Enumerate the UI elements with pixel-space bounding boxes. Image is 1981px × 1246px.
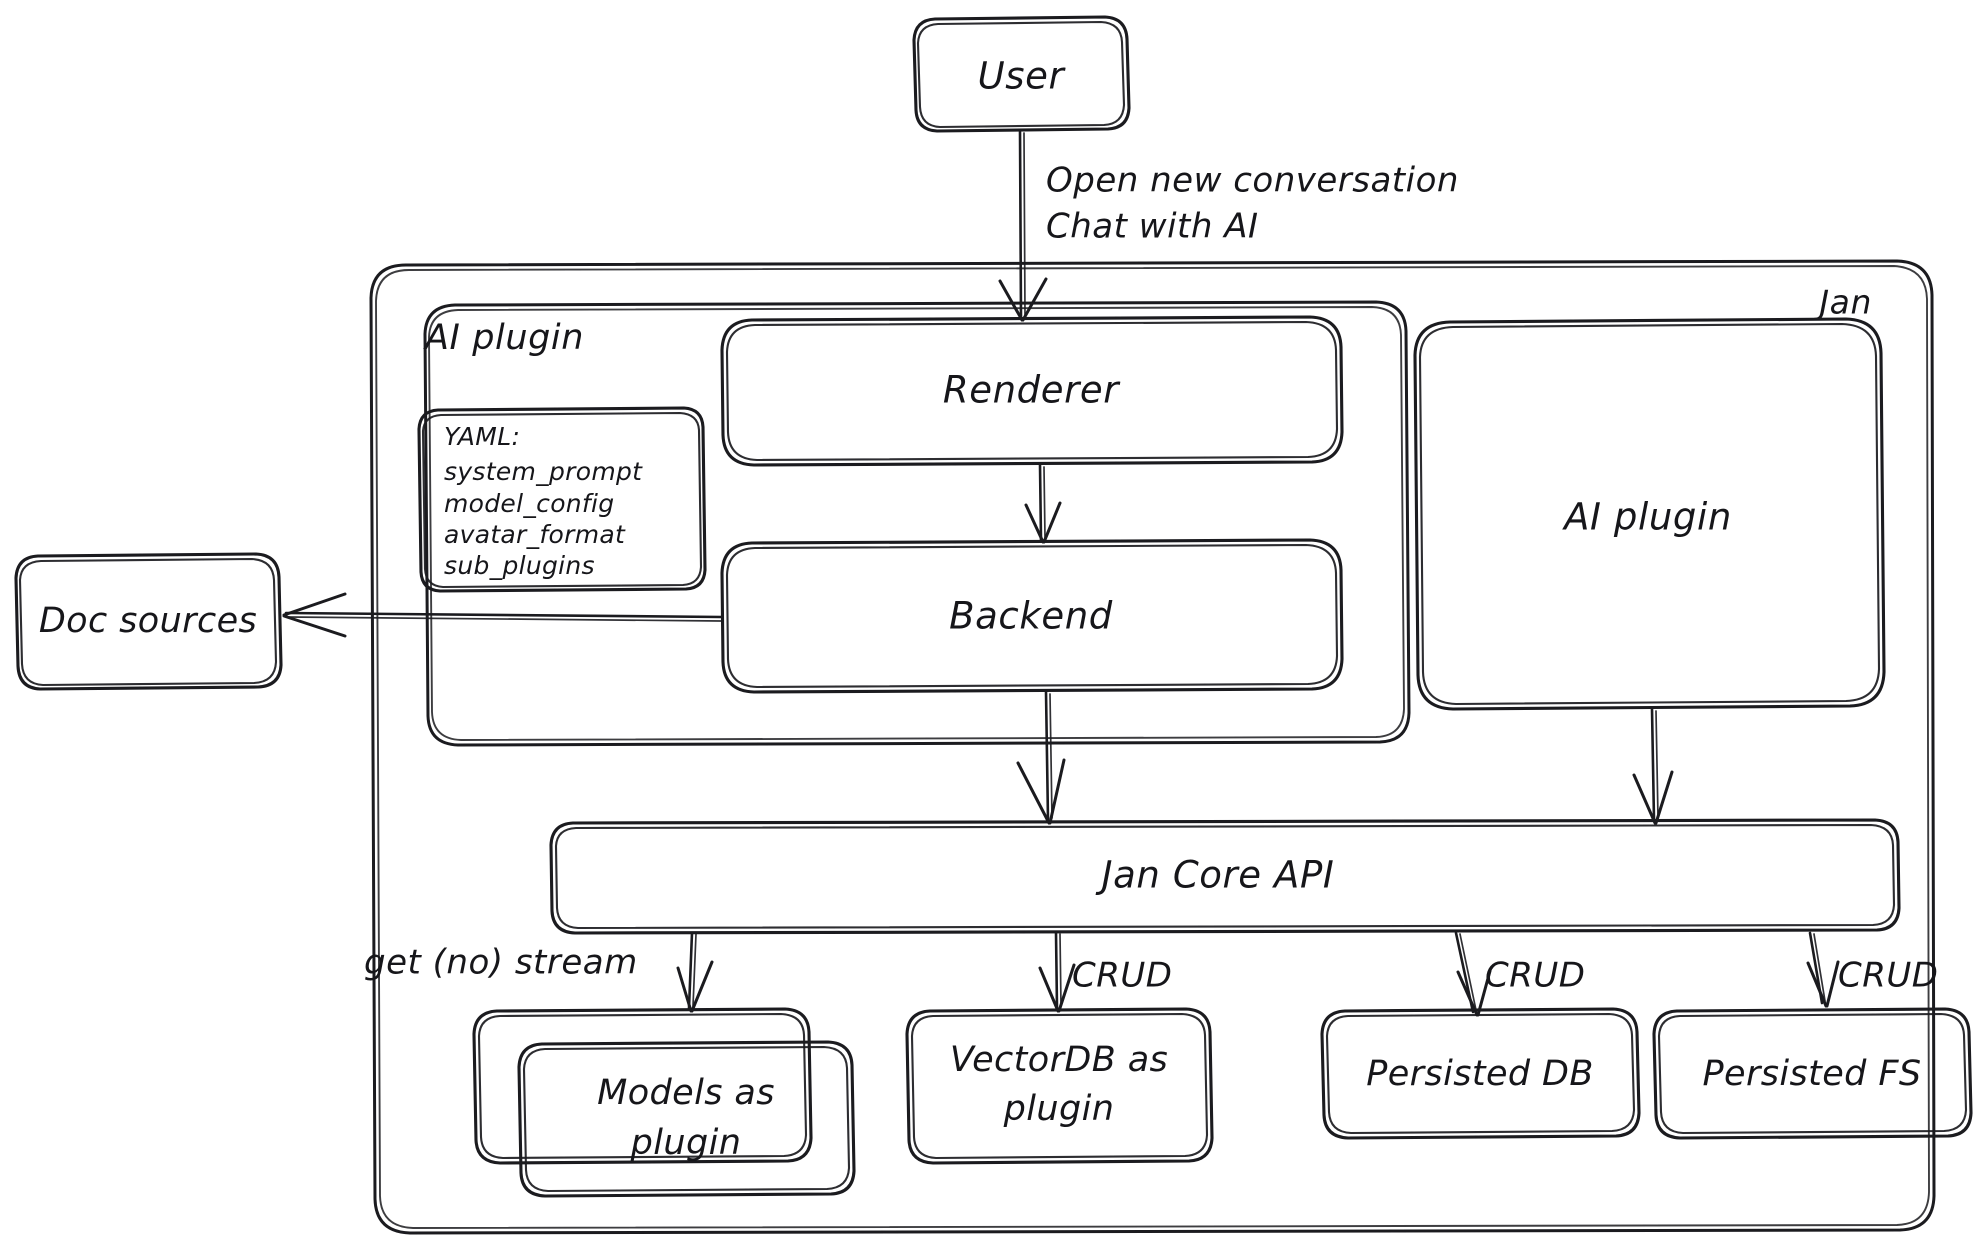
node-vectordb-plugin-label-line1: VectorDB as: [950, 1040, 1168, 1080]
node-jan-core-api-label: Jan Core API: [1095, 854, 1335, 897]
yaml-config-card: YAML: system_prompt model_config avatar_…: [417, 406, 707, 593]
node-doc-sources[interactable]: Doc sources: [14, 552, 283, 691]
node-models-plugin-label-line1: Models as: [597, 1073, 775, 1113]
edge-label-user-to-renderer-line1: Open new conversation: [1046, 161, 1459, 201]
node-ai-plugin-label: AI plugin: [1562, 496, 1732, 539]
edge-backend-to-doc-sources: [282, 592, 724, 638]
edge-ai-plugin-to-jan-core-api: [1632, 707, 1674, 825]
yaml-card-item-3: sub_plugins: [444, 551, 595, 580]
node-persisted-db[interactable]: Persisted DB: [1320, 1007, 1641, 1140]
node-user-label: User: [978, 55, 1067, 98]
models-plugin-back-box: [472, 1007, 813, 1165]
container-jan-label: Jan: [1813, 283, 1872, 322]
edge-core-to-persisted-db: CRUD: [1454, 931, 1585, 1017]
edge-core-to-vectordb: CRUD: [1038, 931, 1172, 1013]
node-persisted-fs-label: Persisted FS: [1703, 1054, 1922, 1094]
node-jan-core-api[interactable]: Jan Core API: [549, 818, 1901, 935]
edge-renderer-to-backend: [1024, 463, 1062, 544]
node-backend-label: Backend: [949, 595, 1113, 638]
edge-core-to-persisted-fs: CRUD: [1806, 931, 1938, 1008]
edge-label-core-to-vectordb: CRUD: [1072, 956, 1172, 996]
yaml-card-item-2: avatar_format: [444, 520, 626, 549]
yaml-card-item-0: system_prompt: [444, 457, 643, 486]
node-models-plugin-label-line2: plugin: [630, 1123, 742, 1163]
yaml-card-item-1: model_config: [444, 489, 614, 518]
edge-label-core-to-persisted-db: CRUD: [1485, 956, 1585, 996]
yaml-card-header: YAML:: [444, 422, 520, 451]
node-vectordb-plugin-label-line2: plugin: [1003, 1089, 1115, 1129]
node-renderer[interactable]: Renderer: [720, 315, 1344, 467]
node-persisted-fs[interactable]: Persisted FS: [1652, 1007, 1973, 1140]
node-ai-plugin[interactable]: AI plugin: [1413, 317, 1886, 711]
models-plugin-front-box-2: [522, 1045, 851, 1193]
container-ai-plugin-group: AI plugin: [423, 300, 1411, 747]
node-doc-sources-label: Doc sources: [39, 601, 257, 641]
models-plugin-back-box-2: [477, 1012, 808, 1160]
container-jan: Jan: [369, 259, 1936, 1235]
edge-user-to-renderer: Open new conversation Chat with AI: [998, 129, 1459, 322]
node-persisted-db-label: Persisted DB: [1366, 1054, 1594, 1094]
node-backend[interactable]: Backend: [720, 538, 1344, 694]
node-user[interactable]: User: [912, 15, 1131, 133]
models-plugin-front-box: [517, 1040, 856, 1198]
container-ai-plugin-group-label: AI plugin: [423, 318, 584, 358]
edge-core-to-models: get (no) stream: [364, 931, 714, 1013]
edge-label-core-to-persisted-fs: CRUD: [1838, 956, 1938, 996]
edge-label-user-to-renderer-line2: Chat with AI: [1046, 207, 1259, 247]
edge-backend-to-jan-core-api: [1016, 690, 1066, 825]
node-renderer-label: Renderer: [943, 369, 1121, 412]
node-vectordb-plugin[interactable]: VectorDB as plugin: [905, 1007, 1214, 1165]
node-models-plugin[interactable]: Models as plugin: [472, 1007, 856, 1198]
edge-label-core-to-models: get (no) stream: [364, 943, 638, 983]
